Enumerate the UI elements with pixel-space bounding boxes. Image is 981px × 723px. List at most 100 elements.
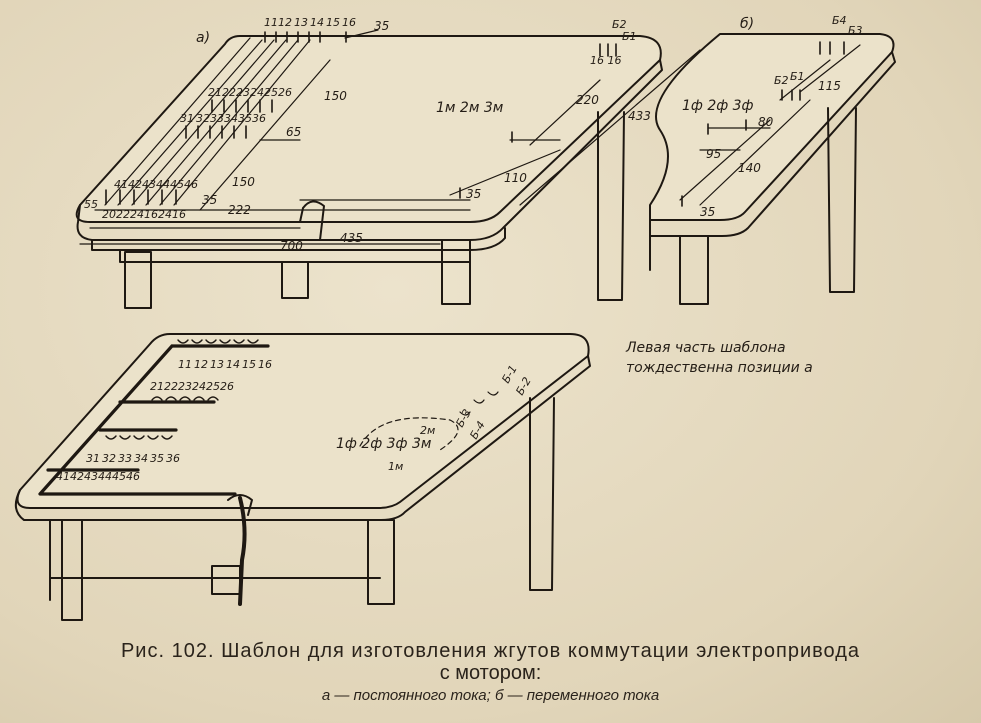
- term-label: 12: [278, 16, 292, 29]
- term-label: 36: [166, 452, 180, 465]
- panel-b-center-label: 1ф 2ф 3ф: [682, 98, 754, 114]
- term-label: 44: [98, 470, 112, 483]
- term-label: 32: [102, 452, 116, 465]
- term-label: 20: [102, 208, 116, 221]
- term-label: 11: [178, 358, 192, 371]
- term-label: 26: [220, 380, 234, 393]
- drawing-canvas: а) 11 12 13 14 15 16 21 22 23 24 25 26 3…: [14, 14, 896, 621]
- term-label: 33: [210, 112, 224, 125]
- dimension-label: 35: [374, 19, 389, 33]
- term-label: 34: [134, 452, 148, 465]
- dimension-label: 150: [232, 175, 255, 189]
- panel-a-small-label: 16 16: [590, 54, 622, 67]
- panel-a-row2-terms: 21 22 23 24 25 26: [208, 86, 292, 99]
- table-c: [14, 333, 591, 621]
- table-c-leg: [211, 565, 241, 595]
- dimension-label: 115: [818, 79, 841, 93]
- panel-c-row3-terms: 31 32 33 34 35 36: [86, 452, 180, 465]
- table-b: [649, 33, 896, 305]
- table-c-leg: [61, 519, 83, 621]
- term-label: 14: [226, 358, 240, 371]
- table-b-leg: [679, 235, 709, 305]
- dimension-label: 65: [286, 125, 301, 139]
- term-label: 33: [118, 452, 132, 465]
- panel-c-row4-terms: 41 42 43 44 45 46: [56, 470, 140, 483]
- term-label: 41: [56, 470, 70, 483]
- table-a-leg: [281, 261, 309, 299]
- panel-a-term-b1: Б1: [622, 30, 637, 43]
- term-label: 45: [170, 178, 184, 191]
- term-label: 31: [180, 112, 194, 125]
- panel-a-row1-terms: 11 12 13 14 15 16: [264, 16, 356, 29]
- term-label: 24: [158, 208, 172, 221]
- dimension-label: 435: [340, 231, 363, 245]
- term-label: 22: [116, 208, 130, 221]
- panel-c-row2-terms: 21 22 23 24 25 26: [150, 380, 234, 393]
- caption-title-cont: с мотором:: [439, 662, 542, 684]
- table-a: [75, 29, 701, 309]
- term-label: 22: [222, 86, 236, 99]
- term-label: 16: [342, 16, 356, 29]
- dimension-label: 110: [504, 171, 527, 185]
- panel-a-row3-terms: 31 32 33 34 35 36: [180, 112, 266, 125]
- term-label: 32: [196, 112, 210, 125]
- term-label: Б1: [790, 70, 805, 83]
- caption-legend: а — постоянного тока; б — переменного то…: [321, 687, 660, 704]
- term-label: 11: [264, 16, 278, 29]
- panel-a-label: а): [196, 30, 210, 46]
- term-label: 35: [238, 112, 252, 125]
- note-line2: тождественна позиции а: [626, 360, 813, 376]
- dimension-label: 35: [202, 193, 217, 207]
- term-label: Б2: [774, 74, 789, 87]
- panel-b-terms: Б4 Б3 Б2 Б1: [774, 14, 863, 87]
- panel-a-corner-label: 55: [84, 198, 98, 211]
- term-label: 25: [206, 380, 220, 393]
- term-label: 23: [236, 86, 250, 99]
- term-label: 43: [84, 470, 98, 483]
- dimension-label: 150: [324, 89, 347, 103]
- dimension-label: 35: [466, 187, 481, 201]
- term-label: 25: [264, 86, 278, 99]
- term-label: 12: [194, 358, 208, 371]
- table-a-leg: [124, 251, 152, 309]
- panel-c-row1-terms: 11 12 13 14 15 16: [178, 358, 272, 371]
- dimension-label: 220: [576, 93, 599, 107]
- table-c-leg: [367, 519, 395, 605]
- term-label: 16: [258, 358, 272, 371]
- term-label: 14: [310, 16, 324, 29]
- table-a-leg: [441, 239, 471, 305]
- note-line1: Левая часть шаблона: [625, 340, 786, 356]
- table-a-leg: [597, 111, 625, 301]
- term-label: Б4: [832, 14, 847, 27]
- term-label: 44: [156, 178, 170, 191]
- term-label: 46: [126, 470, 140, 483]
- dimension-label: 433: [628, 109, 651, 123]
- term-label: 16: [172, 208, 186, 221]
- term-label: Б3: [848, 24, 863, 37]
- term-label: 13: [294, 16, 308, 29]
- panel-a-center-label: 1м 2м 3м: [436, 100, 504, 116]
- term-label: 36: [252, 112, 266, 125]
- term-label: 15: [242, 358, 256, 371]
- term-label: 21: [208, 86, 222, 99]
- dimension-label: 700: [280, 239, 303, 253]
- term-label: 21: [150, 380, 164, 393]
- dimension-label: 80: [758, 115, 774, 129]
- term-label: 24: [192, 380, 206, 393]
- panel-a-term-b2: Б2: [612, 18, 627, 31]
- term-label: 24: [250, 86, 264, 99]
- term-label: 43: [142, 178, 156, 191]
- panel-b-dims: 115 80 95 140 35: [700, 79, 841, 219]
- dimension-label: 140: [738, 161, 761, 175]
- table-b-leg: [827, 107, 857, 293]
- panel-b-label: б): [740, 16, 754, 32]
- term-label: 24: [130, 208, 144, 221]
- term-label: 23: [178, 380, 192, 393]
- term-label: 35: [150, 452, 164, 465]
- term-label: 41: [114, 178, 128, 191]
- term-label: 22: [164, 380, 178, 393]
- dimension-label: 222: [228, 203, 251, 217]
- term-label: 45: [112, 470, 126, 483]
- term-label: 15: [326, 16, 340, 29]
